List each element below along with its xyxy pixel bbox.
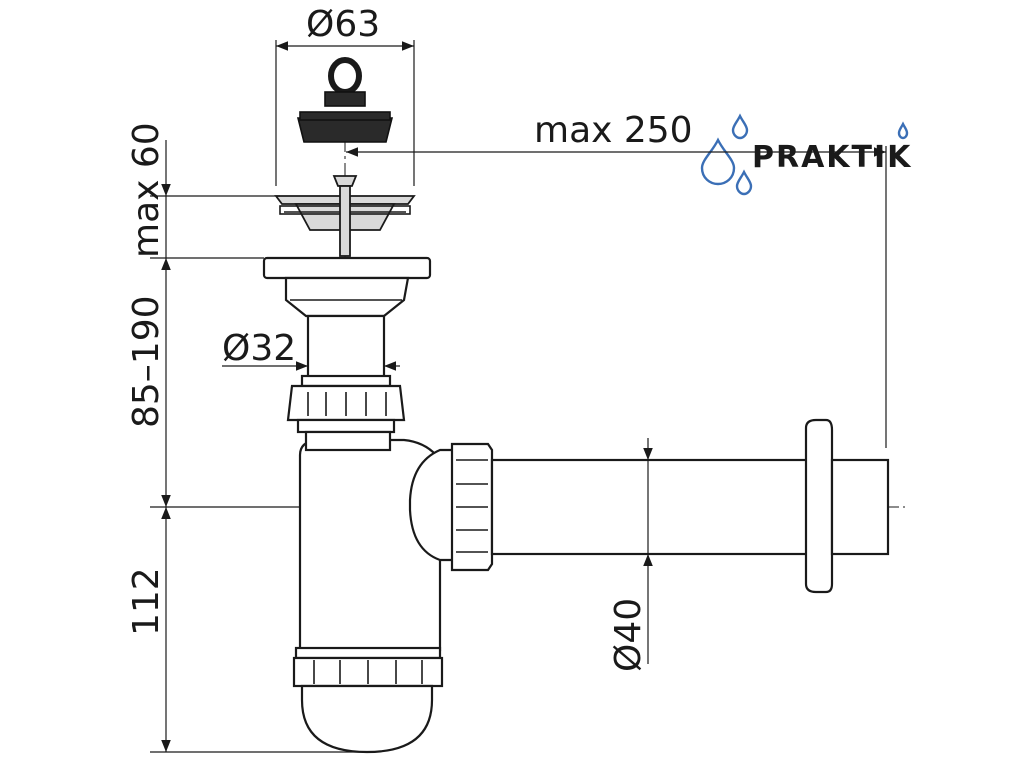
strainer: [274, 175, 416, 257]
bottom-nut-collar: [294, 646, 442, 660]
wall-rosette: [804, 418, 834, 594]
dim-outlet-diameter: Ø40: [608, 438, 653, 672]
water-drop-tiny-icon: [897, 121, 909, 140]
height-range-label: 85–190: [126, 295, 167, 428]
dim-max-height-top: max 60: [126, 122, 280, 259]
water-drop-bottom-icon: [735, 169, 753, 196]
stopper-ring: [328, 57, 362, 95]
water-drop-large-icon: [700, 137, 736, 186]
inlet-funnel: [284, 276, 410, 318]
water-drop-small-icon: [731, 113, 749, 140]
sink-flange: [262, 256, 432, 280]
stopper-plug: [296, 57, 394, 143]
dim-inlet-diameter: Ø32: [222, 328, 400, 371]
strainer-cap: [332, 175, 358, 187]
stopper-handle: [324, 91, 366, 107]
trap-depth-label: 112: [126, 567, 167, 636]
outlet-diameter-label: Ø40: [608, 598, 649, 672]
outlet-assembly: [450, 418, 890, 594]
praktik-logo: PRAKTIK: [700, 113, 912, 196]
max-distance-label: max 250: [534, 110, 693, 151]
inlet-nut-top: [300, 374, 392, 388]
stopper-diameter-label: Ø63: [306, 4, 380, 45]
inlet-pipe: [306, 314, 386, 382]
bottom-cup: [300, 684, 434, 754]
dim-stopper-diameter: Ø63: [275, 4, 415, 186]
dim-height-range: 85–190: [126, 258, 300, 508]
trap-body: [292, 430, 458, 754]
inlet-assembly: [262, 256, 432, 434]
wall-pipe: [830, 458, 890, 556]
dim-max-distance: max 250: [346, 110, 887, 448]
max-height-top-label: max 60: [126, 122, 167, 258]
brand-name: PRAKTIK: [752, 140, 912, 175]
trap-neck: [304, 430, 392, 452]
stopper-body: [296, 117, 394, 143]
dim-trap-depth: 112: [126, 507, 366, 753]
outlet-pipe: [490, 458, 812, 556]
inlet-diameter-label: Ø32: [222, 328, 296, 369]
strainer-screw: [339, 185, 351, 257]
